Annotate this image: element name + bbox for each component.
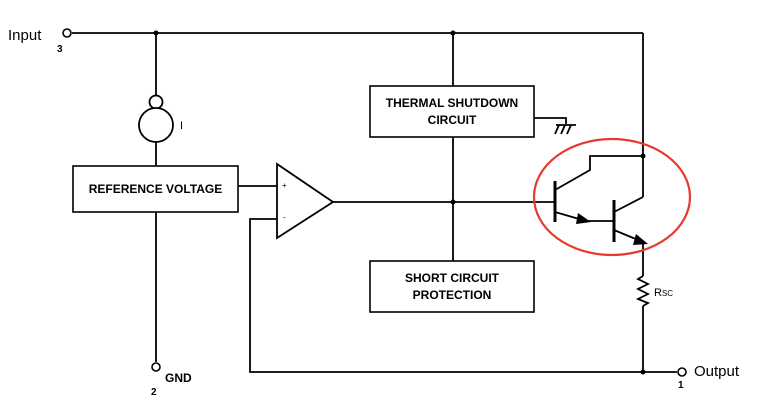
rsc-label: RSC bbox=[654, 287, 673, 299]
thermal-shutdown-block: THERMAL SHUTDOWN CIRCUIT bbox=[369, 85, 535, 138]
darlington-highlight-circle bbox=[532, 137, 692, 257]
short-circuit-block: SHORT CIRCUIT PROTECTION bbox=[369, 260, 535, 313]
thermal-ground-wire bbox=[534, 117, 567, 124]
output-pin-number: 1 bbox=[678, 380, 684, 391]
rsc-subscript-label: SC bbox=[662, 289, 673, 298]
current-source-label: I bbox=[180, 120, 183, 132]
rsc-resistor: RSC bbox=[635, 275, 673, 307]
thermal-shutdown-label-line2: CIRCUIT bbox=[428, 113, 477, 127]
reference-voltage-block: REFERENCE VOLTAGE bbox=[72, 165, 239, 213]
short-circuit-label-line1: SHORT CIRCUIT bbox=[405, 271, 500, 285]
junction-dot bbox=[450, 199, 456, 205]
q1-emitter-arrow-icon bbox=[576, 213, 591, 224]
darlington-pair bbox=[553, 155, 648, 245]
input-terminal: Input 3 bbox=[8, 27, 72, 55]
reference-voltage-label: REFERENCE VOLTAGE bbox=[89, 182, 223, 196]
opamp-plus-label: + bbox=[282, 181, 287, 190]
short-circuit-label-line2: PROTECTION bbox=[413, 288, 492, 302]
error-amplifier: + - bbox=[276, 162, 335, 240]
thermal-shutdown-label-line1: THERMAL SHUTDOWN bbox=[386, 96, 518, 110]
current-source: I bbox=[138, 94, 183, 143]
gnd-terminal: GND 2 bbox=[151, 362, 192, 398]
junction-dot bbox=[450, 30, 456, 36]
output-terminal: Output 1 bbox=[677, 363, 740, 391]
feedback-wire bbox=[249, 218, 677, 373]
chassis-ground-icon bbox=[554, 124, 576, 135]
q2-emitter-arrow-icon bbox=[633, 234, 648, 245]
input-pin-number: 3 bbox=[57, 44, 63, 55]
gnd-pin-number: 2 bbox=[151, 387, 157, 398]
wires bbox=[72, 32, 677, 373]
gnd-label: GND bbox=[165, 371, 192, 385]
rsc-main-label: R bbox=[654, 287, 662, 299]
output-label: Output bbox=[694, 363, 740, 380]
junction-dot bbox=[640, 369, 646, 375]
input-label: Input bbox=[8, 27, 42, 44]
junction-dot bbox=[153, 30, 159, 36]
opamp-minus-label: - bbox=[283, 213, 286, 222]
